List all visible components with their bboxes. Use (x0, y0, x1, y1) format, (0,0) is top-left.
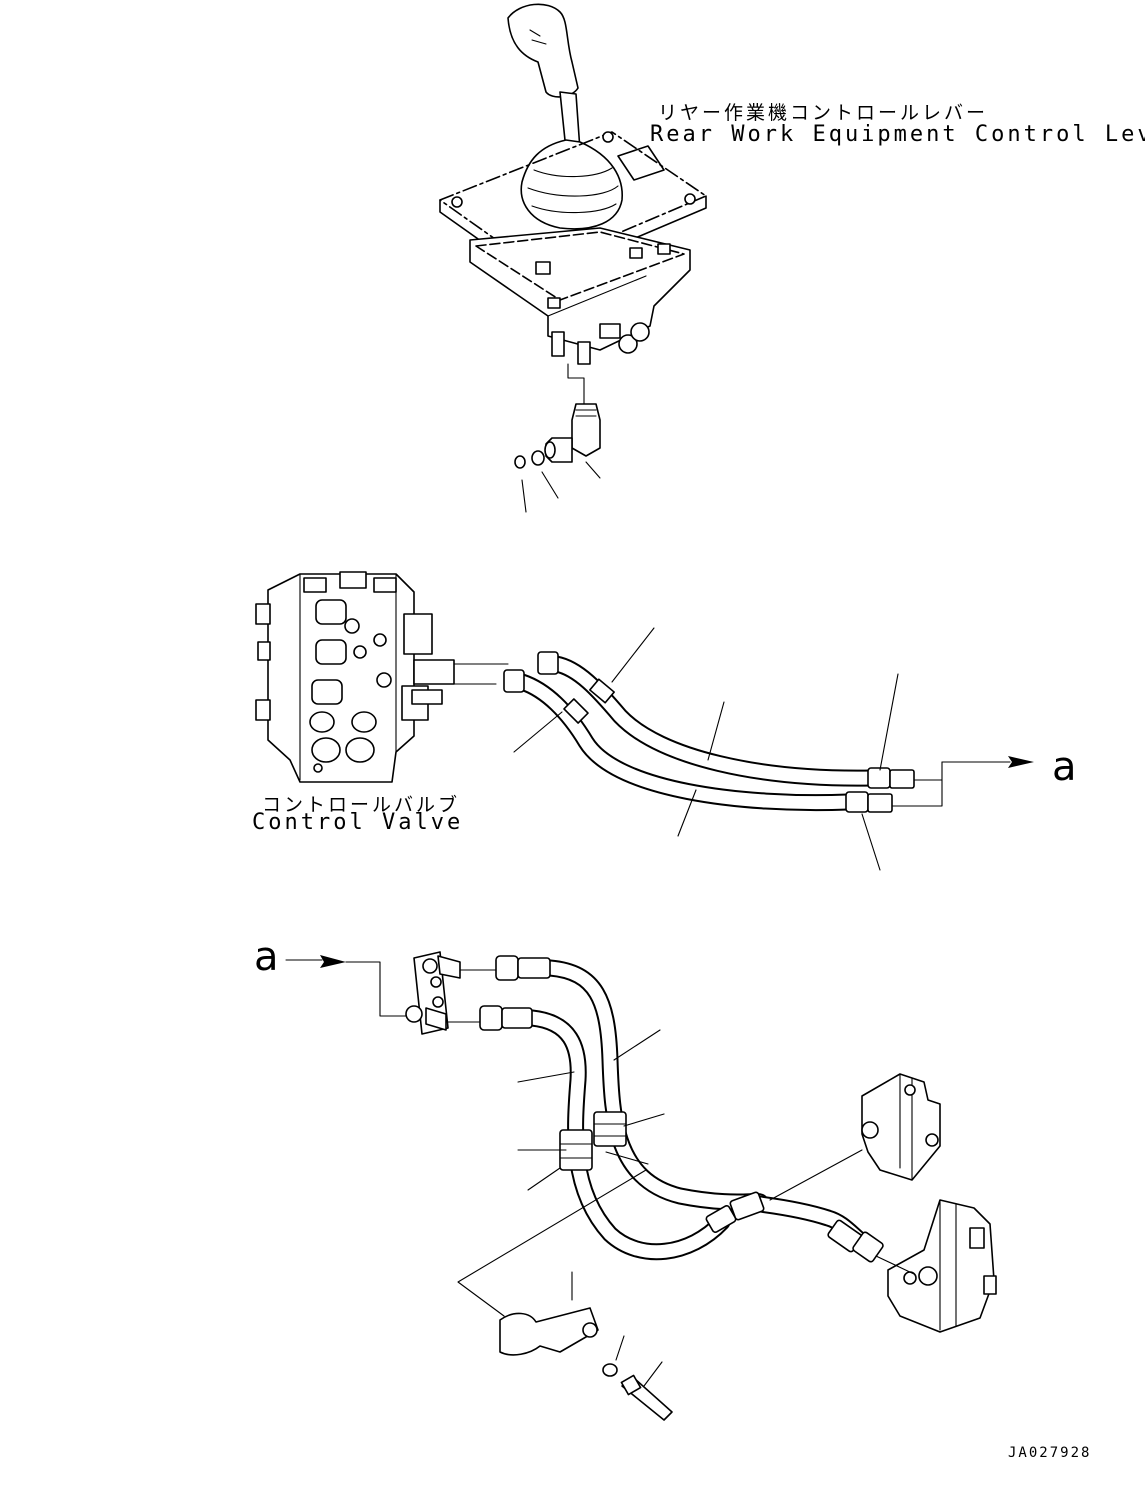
drawing-code: JA027928 (1008, 1445, 1092, 1461)
marker-a-bottom: a (254, 934, 279, 980)
marker-a-top: a (1052, 744, 1077, 790)
control-lever-assembly (439, 3, 707, 513)
control-valve (255, 571, 509, 783)
middle-hose-pair (503, 627, 1034, 871)
valve-label-en: Control Valve (252, 810, 464, 835)
valve-label-jp: コントロールバルブ (262, 794, 461, 816)
lever-label-jp: リヤー作業機コントロールレバー (658, 102, 989, 124)
bottom-hose-assembly (285, 951, 997, 1421)
lever-label-en: Rear Work Equipment Control Lever (650, 122, 1145, 147)
